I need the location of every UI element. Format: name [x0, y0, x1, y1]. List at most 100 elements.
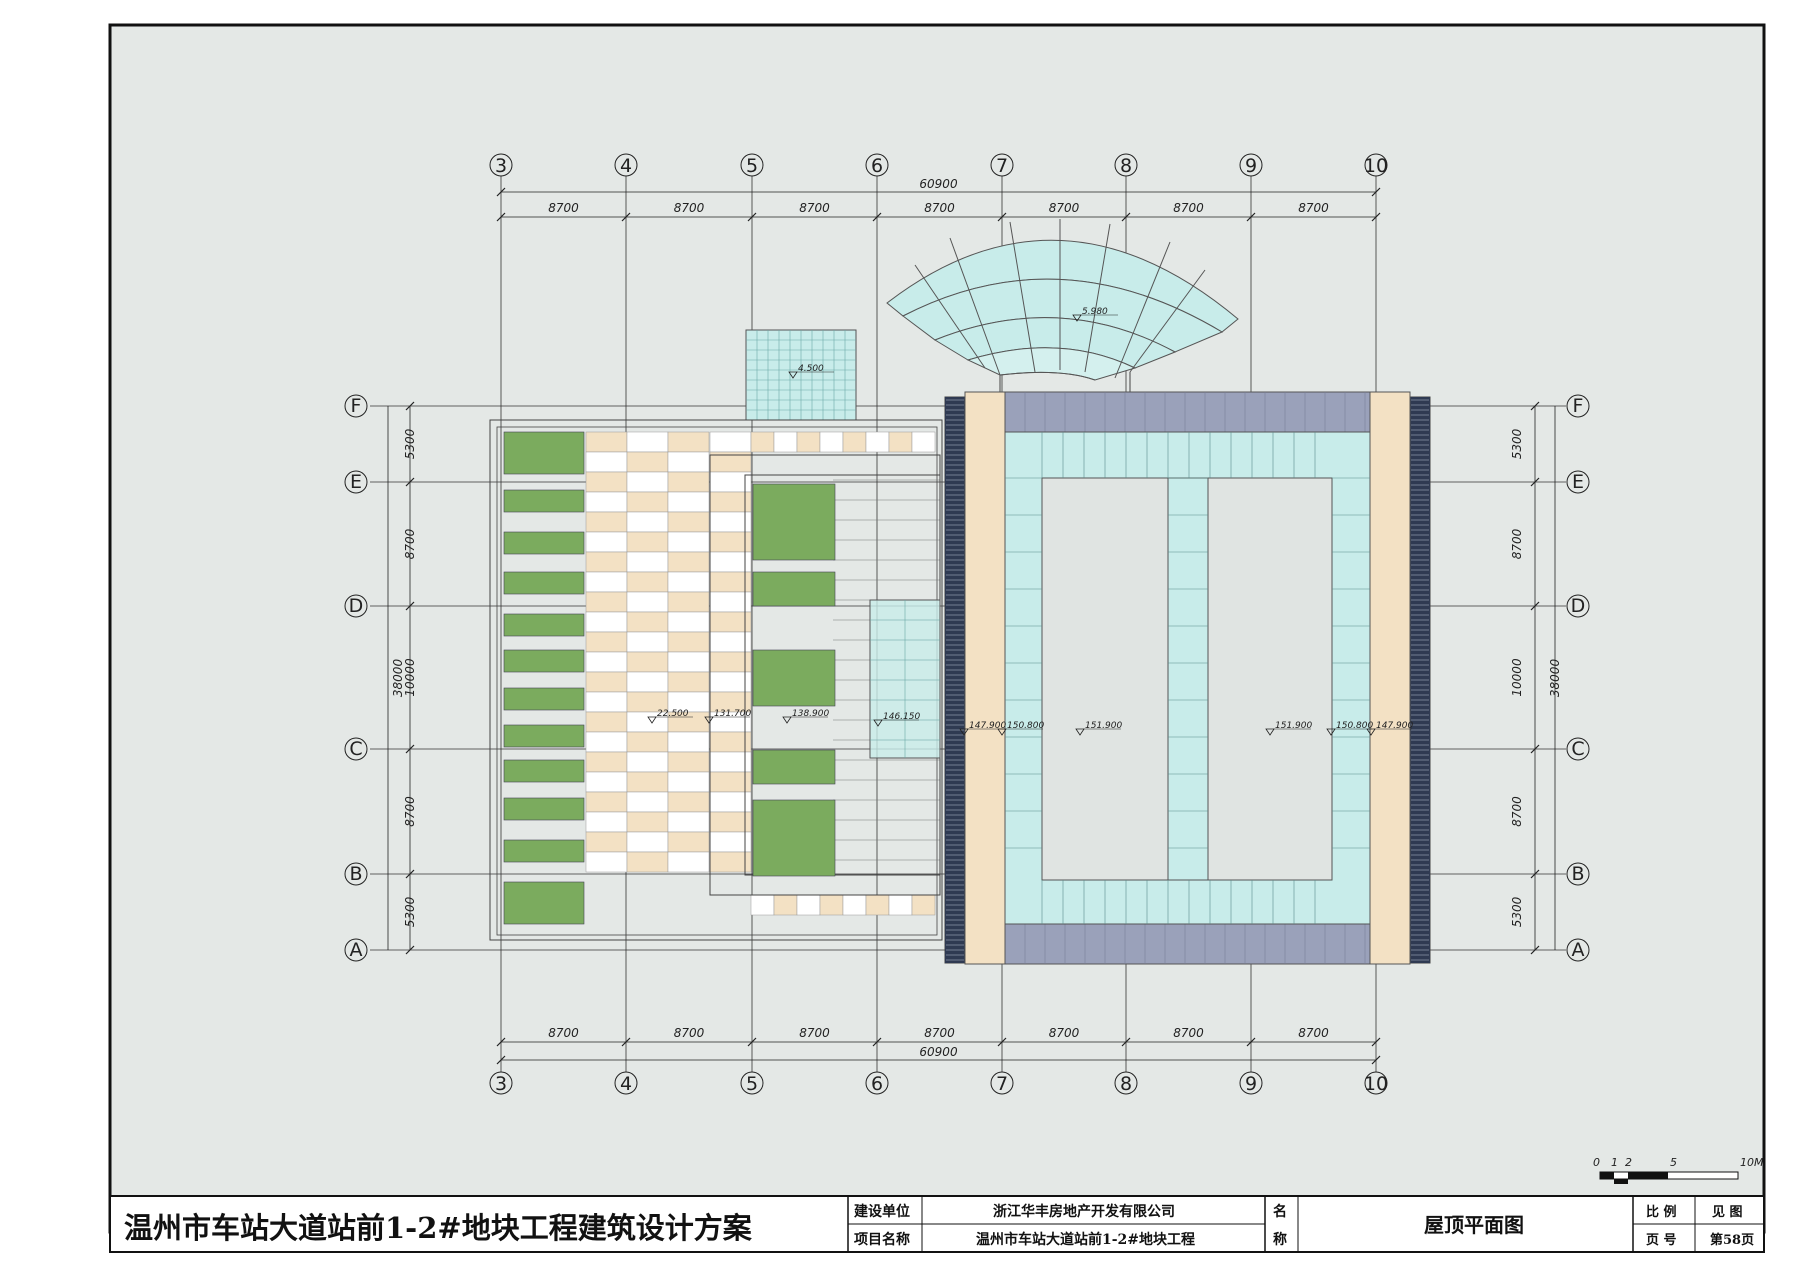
grid-label-col-3: 3 — [495, 1073, 507, 1095]
dim-tick — [496, 212, 506, 222]
grid-label-col-6: 6 — [871, 1073, 883, 1095]
grid-label-col-4: 4 — [620, 155, 632, 177]
paver-tile — [585, 811, 628, 833]
grid-bubble-row-E — [344, 470, 368, 494]
paver-tile — [667, 511, 710, 533]
dim-tick — [1246, 212, 1256, 222]
dim-tick — [496, 1055, 506, 1065]
dim-col-spacing: 8700 — [1298, 201, 1329, 215]
elev-10: 147.900 — [1376, 721, 1413, 731]
dim-tick — [747, 212, 757, 222]
dim-tick — [1530, 601, 1540, 611]
dim-tick — [1371, 1055, 1381, 1065]
dim-col-spacing: 8700 — [548, 201, 579, 215]
grid-bubble-col-8 — [1114, 1071, 1138, 1095]
paver-tile — [667, 491, 710, 513]
dim-row-spacing: 8700 — [1510, 796, 1524, 827]
elev-9: 150.800 — [1336, 721, 1373, 731]
dim-col-total: 60900 — [919, 1045, 958, 1059]
grid-label-col-5: 5 — [746, 155, 758, 177]
dim-tick — [405, 744, 415, 754]
paver-tile — [626, 591, 669, 613]
drawing-name: 屋顶平面图 — [1424, 1213, 1524, 1237]
dim-tick — [1121, 1037, 1131, 1047]
paver-tile — [626, 651, 669, 673]
paver-tile — [626, 531, 669, 553]
paver-tile — [585, 451, 628, 473]
paver-tile — [626, 491, 669, 513]
green-strip — [503, 687, 585, 711]
paver-tile — [842, 894, 867, 916]
stair-core-roof — [745, 329, 857, 421]
dim-col-spacing: 8700 — [1049, 1026, 1080, 1040]
paver-tile — [667, 551, 710, 573]
grid-bubble-col-10 — [1364, 1071, 1388, 1095]
grid-bubble-col-10 — [1364, 153, 1388, 177]
green-strip — [503, 571, 585, 595]
dim-col-spacing: 8700 — [924, 1026, 955, 1040]
green-strip — [503, 489, 585, 513]
dim-tick — [621, 1037, 631, 1047]
paver-tile — [667, 631, 710, 653]
elevation-triangle — [704, 716, 714, 724]
paver-tile — [626, 511, 669, 533]
green-block — [752, 799, 836, 877]
canopy-glass-roof — [886, 219, 1239, 395]
paver-tile — [626, 851, 669, 873]
paver-tile — [585, 651, 628, 673]
grid-label-row-C: C — [1571, 738, 1584, 760]
dim-tick — [872, 1037, 882, 1047]
grid-bubble-row-F — [1566, 394, 1590, 418]
dim-col-spacing: 8700 — [1049, 201, 1080, 215]
grid-label-row-F: F — [1573, 395, 1584, 417]
paver-tile — [585, 751, 628, 773]
dim-tick — [1530, 477, 1540, 487]
paver-tile — [585, 431, 628, 453]
dim-tick — [496, 187, 506, 197]
green-block — [752, 571, 836, 607]
grid-label-row-B: B — [1571, 863, 1584, 885]
paver-tile — [888, 894, 913, 916]
elevation-markers: 5.980 4.500 22.500 131.700 138.900 146.1… — [647, 307, 1413, 736]
right-roof-block — [944, 391, 1431, 965]
dim-row-spacing: 5300 — [1510, 428, 1524, 459]
dim-row-spacing: 5300 — [1510, 896, 1524, 927]
grid-label-col-10: 10 — [1364, 1073, 1388, 1095]
paver-tile — [585, 551, 628, 573]
paver-tile — [865, 894, 890, 916]
paver-tile — [585, 491, 628, 513]
paver-tile — [667, 451, 710, 473]
paver-tile — [626, 471, 669, 493]
grid-label-col-4: 4 — [620, 1073, 632, 1095]
dim-tick — [1371, 1037, 1381, 1047]
grid-bubble-col-7 — [990, 153, 1014, 177]
dim-col-spacing: 8700 — [1298, 1026, 1329, 1040]
green-strip — [503, 724, 585, 748]
elevation-triangle — [1072, 314, 1082, 322]
paver-tile — [773, 894, 798, 916]
grid-bubble-col-9 — [1239, 1071, 1263, 1095]
grid-label-row-F: F — [351, 395, 362, 417]
grid-label-col-7: 7 — [996, 155, 1008, 177]
paver-tile — [585, 591, 628, 613]
elevation-triangle — [1075, 728, 1085, 736]
paver-tile — [626, 551, 669, 573]
green-strip — [503, 797, 585, 821]
project-label: 项目名称 — [854, 1231, 910, 1248]
grid-label-col-7: 7 — [996, 1073, 1008, 1095]
grid-bubble-col-7 — [990, 1071, 1014, 1095]
grid-bubble-row-C — [1566, 737, 1590, 761]
paver-tile — [585, 531, 628, 553]
elev-2: 131.700 — [714, 709, 751, 719]
elev-4: 146.150 — [883, 712, 920, 722]
paver-tile — [585, 771, 628, 793]
project-value: 温州市车站大道站前1-2#地块工程 — [976, 1231, 1195, 1248]
client-label: 建设单位 — [854, 1203, 910, 1220]
dim-col-spacing: 8700 — [799, 201, 830, 215]
name-label-bottom: 称 — [1273, 1231, 1287, 1248]
paver-tile — [626, 451, 669, 473]
elevation-triangle — [1326, 728, 1336, 736]
scale-label-0: 0 — [1593, 1156, 1600, 1169]
